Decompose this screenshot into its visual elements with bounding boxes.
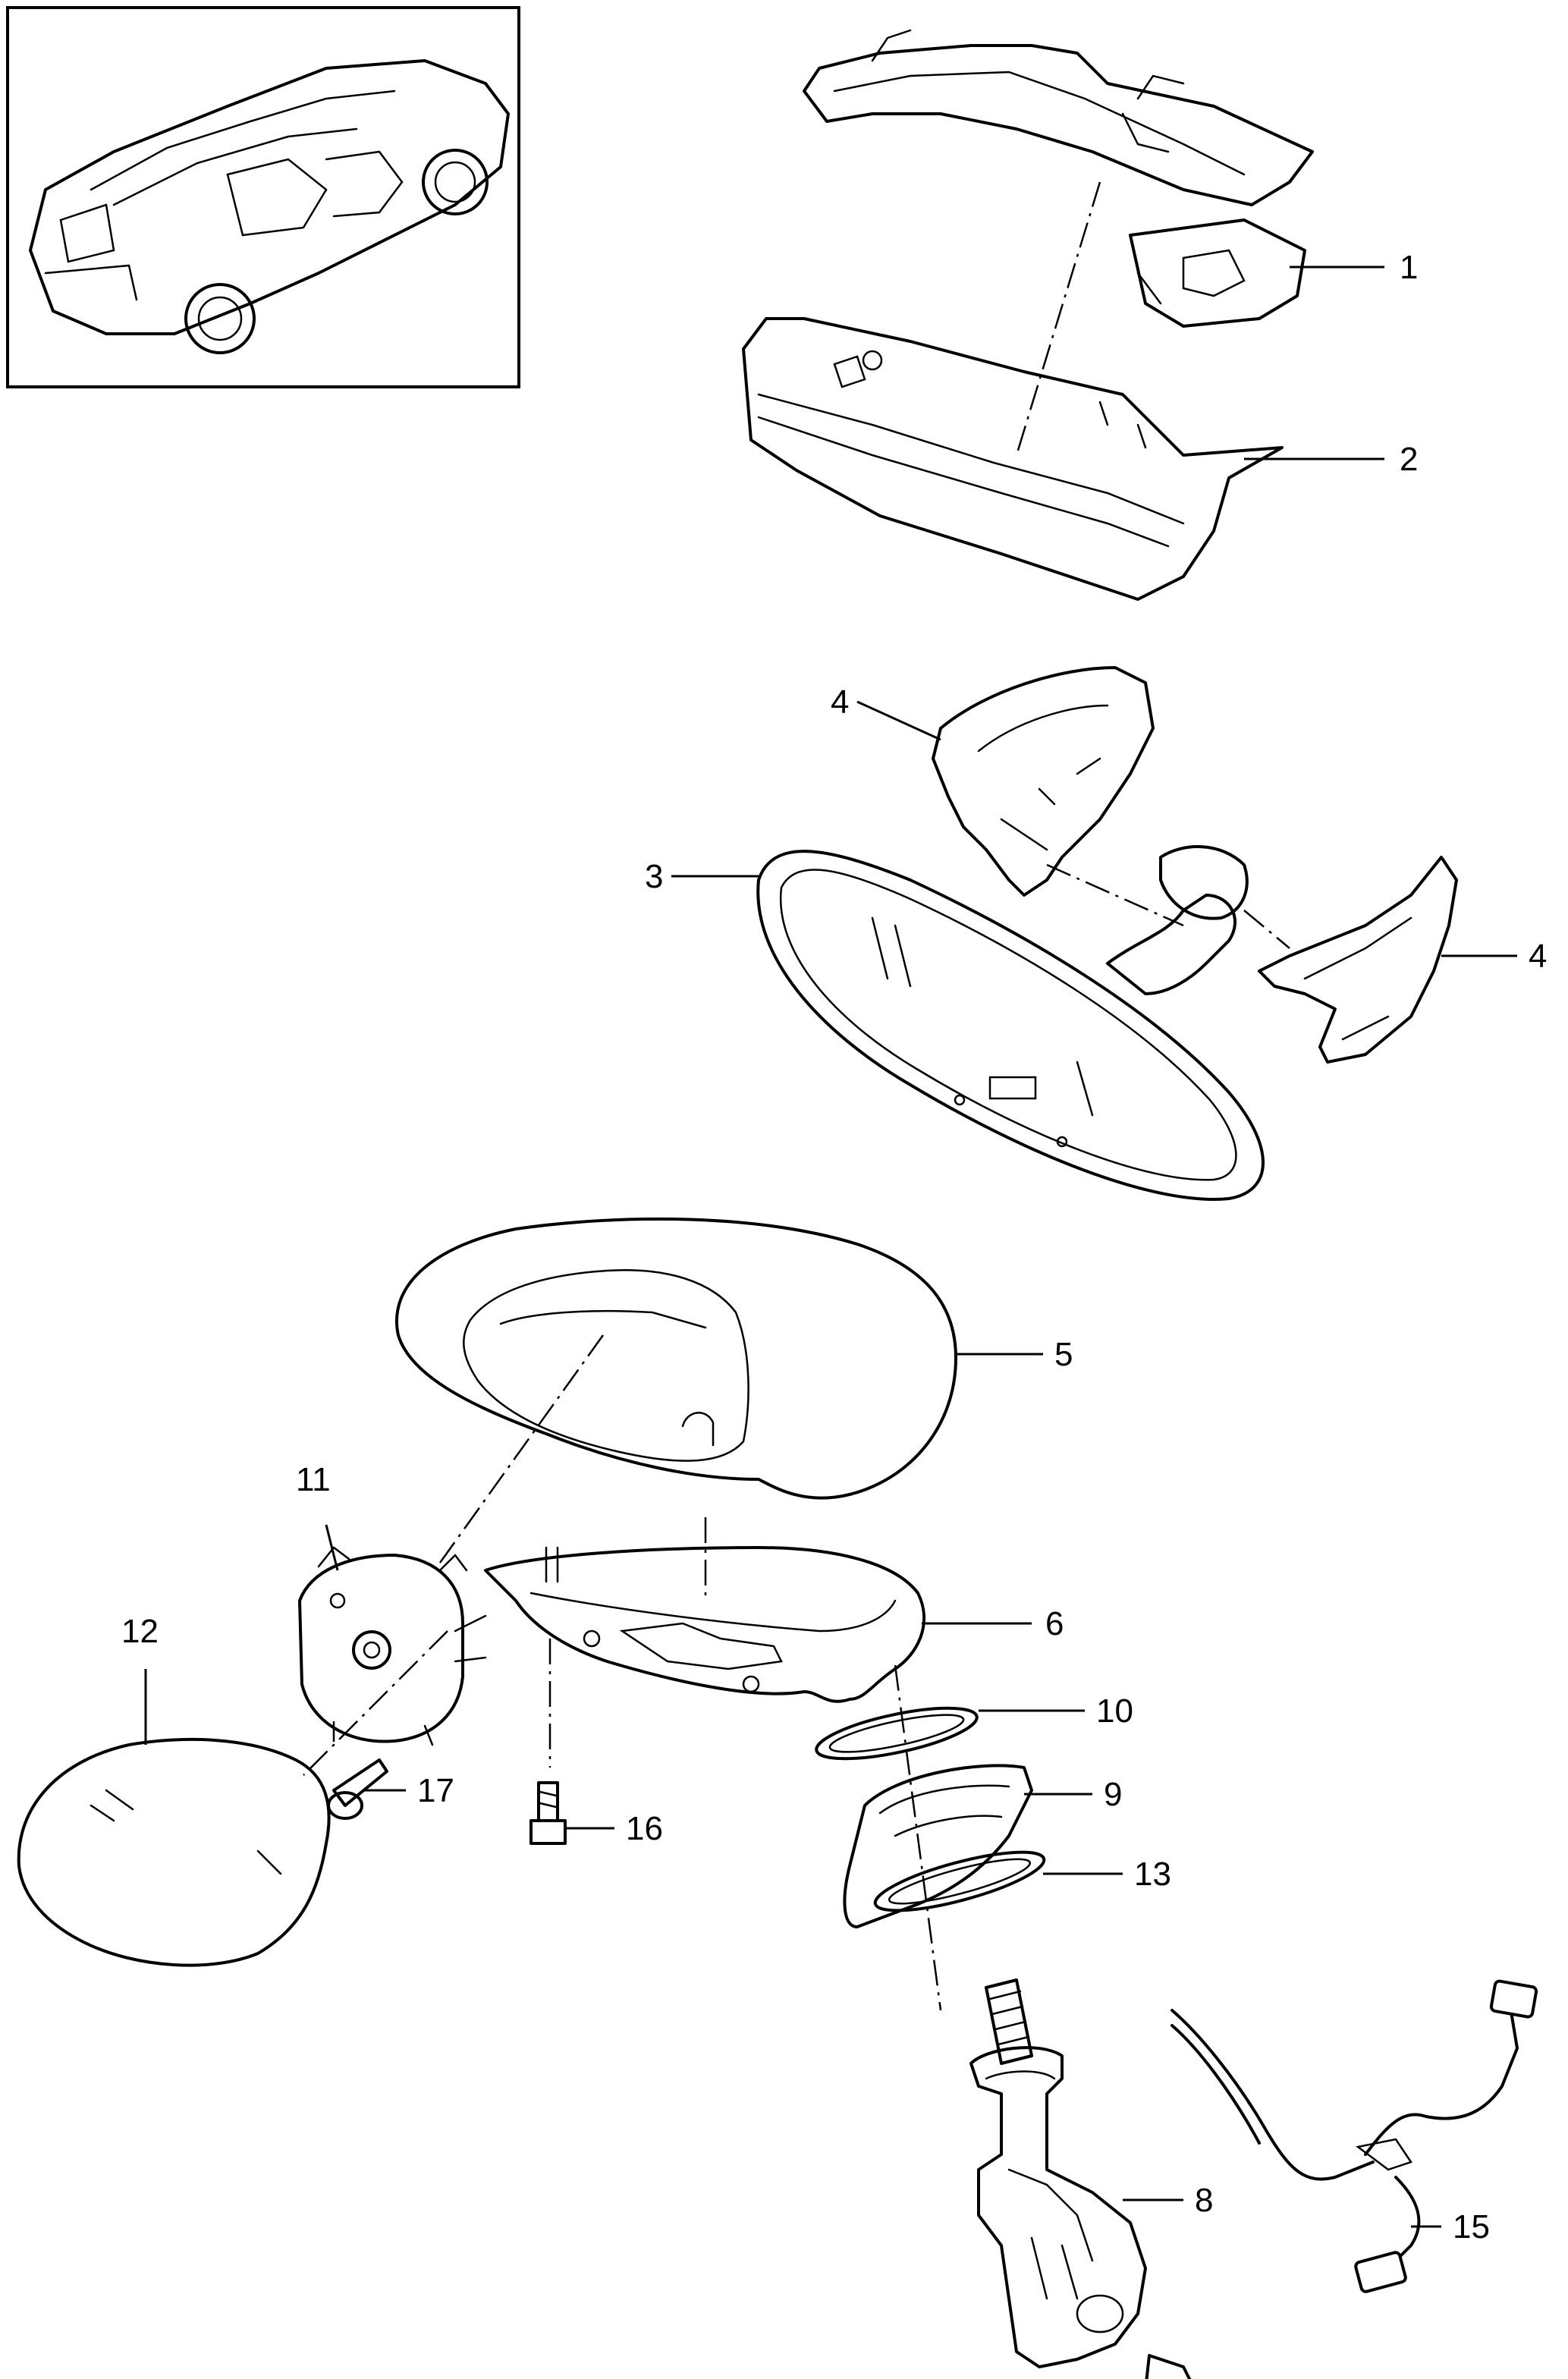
part-9-seal — [843, 1764, 1033, 1928]
callout-4b: 4 — [1529, 938, 1547, 975]
part-16-screw — [529, 1781, 567, 1845]
assembly-centerlines — [303, 181, 1290, 2011]
part-12-mirror-glass — [17, 1737, 331, 1967]
part-5-mirror-housing — [395, 1217, 957, 1500]
callout-5: 5 — [1054, 1336, 1073, 1373]
callout-16: 16 — [626, 1810, 663, 1847]
part-14-screw — [1145, 2354, 1192, 2379]
callout-labels: 1 2 3 4 4 5 6 10 9 13 8 15 14 11 12 17 1… — [121, 249, 1547, 2245]
part-11-motor — [298, 1546, 487, 1746]
callout-11: 11 — [296, 1461, 331, 1498]
part-17-screw — [327, 1758, 388, 1820]
part-15-wiring-harness — [1171, 1979, 1538, 2293]
callout-17: 17 — [417, 1772, 454, 1809]
callout-2: 2 — [1400, 441, 1418, 478]
part-10-gasket — [815, 1706, 979, 1761]
part-13-gasket — [873, 1850, 1046, 1912]
callout-10: 10 — [1096, 1692, 1133, 1730]
callout-13: 13 — [1134, 1856, 1171, 1893]
callout-8: 8 — [1195, 2182, 1213, 2219]
part-4-mount-cover-upper — [932, 666, 1155, 897]
callout-1: 1 — [1400, 249, 1418, 286]
vehicle-thumbnail — [6, 6, 520, 388]
part-2-cover — [742, 317, 1284, 601]
part-8-mirror-base — [969, 1978, 1147, 2368]
part-6-housing-base — [484, 1546, 925, 1703]
part-4-mount-cover-lower — [1258, 856, 1458, 1064]
callout-4a: 4 — [831, 684, 849, 721]
part-3-rear-view-mirror — [756, 845, 1265, 1201]
car-illustration — [29, 59, 510, 354]
part-1-bracket — [803, 29, 1314, 328]
callout-6: 6 — [1045, 1605, 1064, 1642]
callout-9: 9 — [1104, 1776, 1122, 1813]
callout-12: 12 — [121, 1613, 159, 1650]
leader-lines — [144, 266, 1517, 2228]
callout-3: 3 — [645, 858, 663, 895]
callout-15: 15 — [1453, 2208, 1490, 2245]
